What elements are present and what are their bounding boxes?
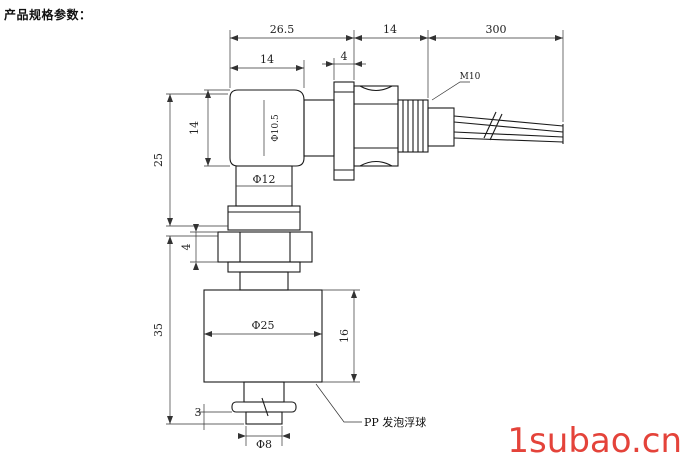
float-body (203, 289, 323, 383)
flange (333, 81, 355, 181)
dim-neck-diameter: Φ12 (252, 173, 275, 186)
collar (227, 261, 301, 273)
dim-float-height: 16 (338, 329, 351, 343)
dim-flange-thickness: 4 (341, 50, 348, 63)
connector-tube (303, 99, 335, 157)
dim-cable-length: 300 (486, 23, 507, 36)
stem (239, 271, 289, 291)
dim-thread: M10 (460, 72, 481, 82)
cable-sleeve (427, 107, 455, 147)
dim-nut-length: 14 (383, 23, 397, 36)
head-block (229, 89, 305, 167)
upper-nut (227, 205, 301, 231)
hex-nut (353, 85, 399, 167)
dim-float-height-total: 35 (152, 323, 165, 337)
lower-nut (217, 231, 313, 263)
cable-2 (453, 121, 564, 133)
dim-upper-height: 25 (152, 153, 165, 167)
dim-bore-diameter: Φ10.5 (271, 114, 281, 142)
dim-head-width: 14 (260, 53, 274, 66)
dim-body-width: 26.5 (270, 23, 295, 36)
dim-float-diameter: Φ25 (251, 319, 274, 332)
page-title: 产品规格参数： (4, 8, 92, 22)
float-callout: PP 发泡浮球 (364, 415, 426, 429)
watermark: 1subao.cn (507, 421, 682, 461)
lower-stem (243, 381, 285, 403)
cable-1 (453, 115, 564, 127)
dim-stem-diameter: Φ8 (256, 438, 272, 451)
dim-nut-thickness: 4 (180, 244, 193, 251)
dim-head-height: 14 (188, 121, 201, 135)
bottom-tip (245, 411, 283, 425)
dim-stop-height: 3 (195, 406, 202, 419)
